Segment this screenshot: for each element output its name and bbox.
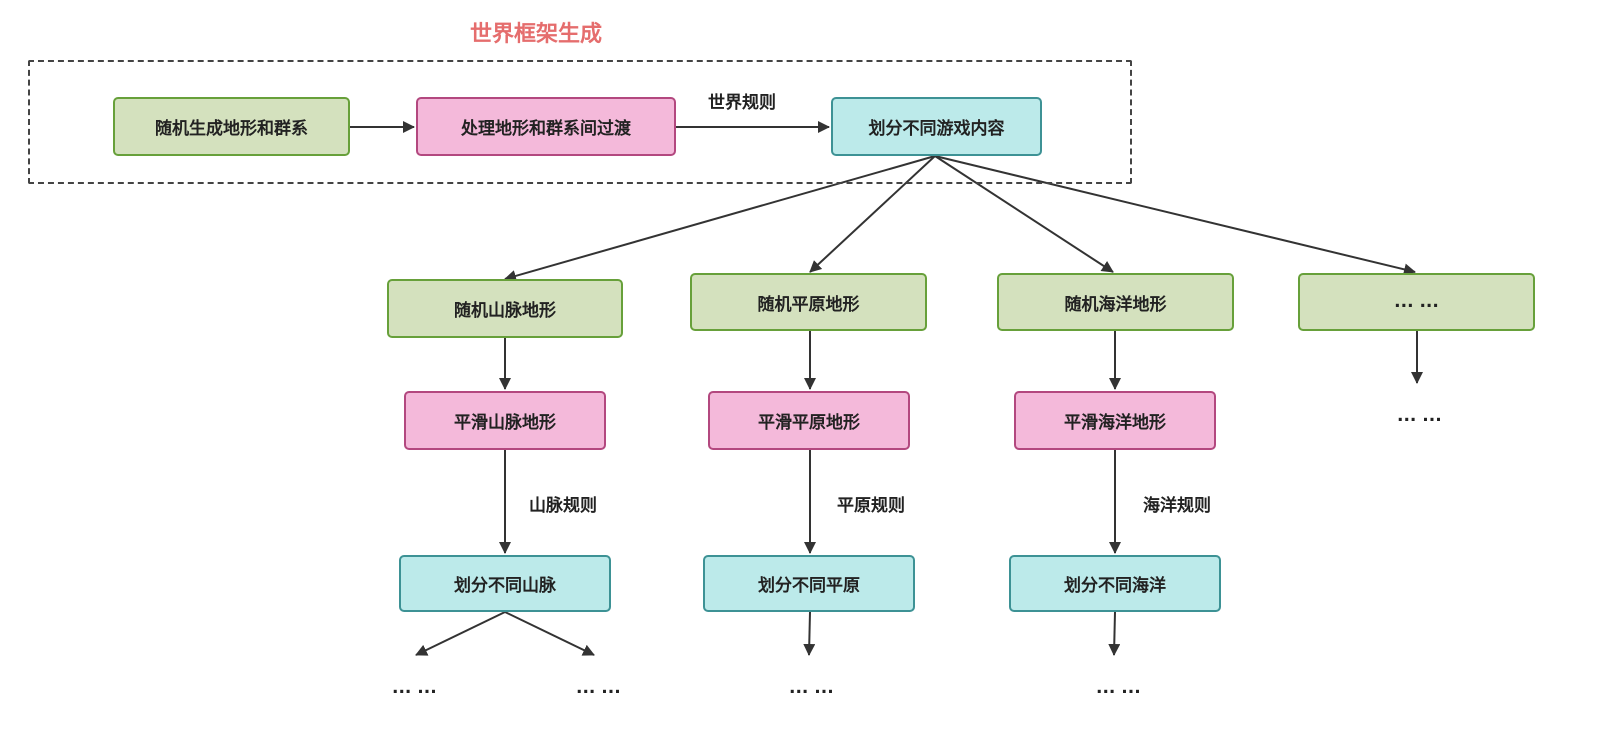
- edge-label-ocean-rules: 海洋规则: [1143, 496, 1211, 516]
- edge-mountain-divide-left: [415, 611, 506, 656]
- node-random-ocean: 随机海洋地形: [997, 273, 1234, 331]
- edge-divide-to-mountain: [504, 155, 936, 282]
- edge-divide-to-ocean: [934, 155, 1114, 273]
- node-smooth-plain: 平滑平原地形: [708, 391, 910, 450]
- node-smooth-mountain: 平滑山脉地形: [404, 391, 606, 450]
- ellipsis-plain: ... ...: [789, 678, 834, 698]
- edge-label-plain-rules: 平原规则: [837, 496, 905, 516]
- node-random-mountain: 随机山脉地形: [387, 279, 623, 338]
- ellipsis-mountain-left: ... ...: [392, 678, 437, 698]
- node-random-terrain-biome: 随机生成地形和群系: [113, 97, 350, 156]
- node-divide-mountain: 划分不同山脉: [399, 555, 611, 612]
- edge-divide-to-plain: [809, 155, 936, 273]
- node-divide-ocean: 划分不同海洋: [1009, 555, 1221, 612]
- world-framework-group: [28, 60, 1132, 184]
- edge-label-world-rules: 世界规则: [708, 93, 776, 113]
- edge-label-mountain-rules: 山脉规则: [529, 496, 597, 516]
- node-smooth-ocean: 平滑海洋地形: [1014, 391, 1216, 450]
- edge-divide-to-more: [934, 155, 1416, 276]
- node-divide-game-content: 划分不同游戏内容: [831, 97, 1042, 156]
- node-more-branches: ... ...: [1298, 273, 1535, 331]
- edge-mountain-divide-right: [504, 611, 595, 656]
- ellipsis-ocean: ... ...: [1096, 678, 1141, 698]
- diagram-title: 世界框架生成: [470, 22, 603, 47]
- edge-ocean-divide-down: [1108, 611, 1121, 656]
- node-random-plain: 随机平原地形: [690, 273, 927, 331]
- node-terrain-biome-transition: 处理地形和群系间过渡: [416, 97, 676, 156]
- ellipsis-mountain-right: ... ...: [576, 678, 621, 698]
- node-divide-plain: 划分不同平原: [703, 555, 915, 612]
- edge-plain-divide-down: [803, 611, 816, 656]
- ellipsis-more: ... ...: [1397, 406, 1442, 426]
